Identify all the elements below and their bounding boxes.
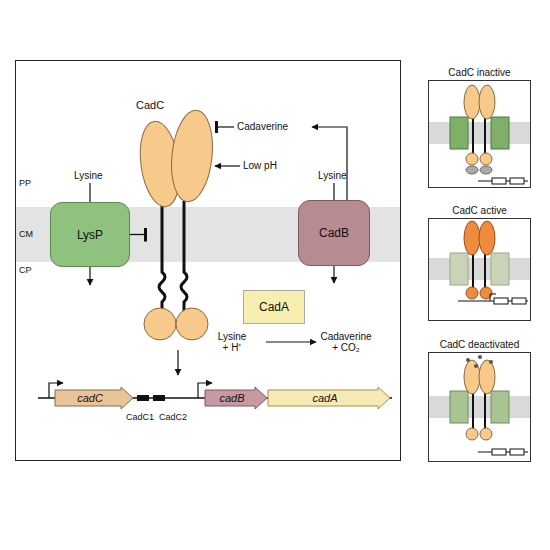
cytoplasmic-domain bbox=[176, 308, 208, 340]
mini-membrane bbox=[429, 122, 530, 144]
state-panel: CadC deactivated bbox=[428, 352, 531, 462]
protein-name: CadB bbox=[319, 226, 349, 240]
mini-stalk bbox=[484, 118, 486, 156]
enzyme-box: CadA bbox=[243, 290, 305, 324]
mini-cadc-domain bbox=[464, 360, 480, 394]
mini-cadc-domain bbox=[464, 85, 480, 119]
reaction-arrow bbox=[266, 341, 316, 342]
mini-cadc-domain bbox=[466, 287, 478, 299]
molecule-label: Lysine bbox=[318, 170, 347, 181]
mini-stalk bbox=[472, 118, 474, 156]
mini-cadaverine bbox=[478, 355, 482, 359]
deactivated-illustration bbox=[429, 355, 530, 455]
regulation-arrow bbox=[177, 350, 178, 375]
receptor-outline bbox=[146, 100, 212, 345]
reaction-product: Cadaverine + CO₂ bbox=[318, 331, 374, 353]
gene-arrow-shape bbox=[268, 387, 390, 409]
gene-name: cadA bbox=[268, 387, 382, 409]
mini-cadc-domain bbox=[480, 153, 492, 165]
gene-arrow: cadB bbox=[205, 387, 267, 409]
activation-arrow bbox=[215, 165, 240, 166]
mini-cadc-domain bbox=[479, 221, 495, 255]
inhibition-line bbox=[216, 126, 234, 127]
mini-lysp bbox=[491, 391, 509, 423]
gene-name: cadC bbox=[55, 387, 125, 409]
state-panel: CadC active bbox=[428, 218, 531, 321]
mini-stalk bbox=[472, 254, 474, 288]
mini-partner bbox=[480, 166, 492, 174]
mini-gene bbox=[510, 449, 524, 455]
mini-cadc-domain bbox=[466, 428, 478, 440]
mini-cadaverine bbox=[489, 360, 493, 364]
binding-site-label: CadC2 bbox=[159, 412, 187, 423]
mini-gene bbox=[512, 298, 526, 304]
mini-cadc-domain bbox=[466, 153, 478, 165]
gene-arrow-shape bbox=[205, 387, 267, 409]
transmembrane-stalk bbox=[181, 201, 187, 312]
mini-lysp bbox=[491, 117, 509, 149]
lysine-uptake-line bbox=[333, 183, 334, 200]
cadaverine-export-arrow bbox=[312, 127, 347, 200]
mini-lysp bbox=[450, 117, 468, 149]
molecule-label: Lysine bbox=[74, 170, 103, 181]
binding-site bbox=[137, 395, 149, 401]
transmembrane-stalk bbox=[159, 205, 165, 312]
reaction-substrate: Lysine + H⁺ bbox=[214, 331, 250, 353]
periplasmic-domain bbox=[167, 108, 216, 204]
mini-lysp bbox=[491, 253, 509, 285]
compartment-label: CP bbox=[19, 265, 32, 276]
main-panel-frame bbox=[16, 61, 401, 461]
mini-gene bbox=[494, 298, 508, 304]
mini-cadc-domain bbox=[464, 221, 480, 255]
gene-arrow-shape bbox=[55, 387, 133, 409]
binding-site-label: CadC1 bbox=[126, 412, 154, 423]
protein-name: CadA bbox=[259, 300, 289, 314]
mini-stalk bbox=[484, 392, 486, 430]
lysine-import-arrow bbox=[89, 267, 90, 285]
signal-label: Low pH bbox=[243, 160, 277, 171]
gene-arrow: cadA bbox=[268, 387, 390, 409]
receptor-protein: CadC bbox=[146, 100, 212, 345]
compartment-label: PP bbox=[19, 178, 31, 189]
mini-stalk bbox=[472, 392, 474, 430]
transporter-box: CadB bbox=[298, 200, 370, 266]
panel-heading: CadC active bbox=[429, 205, 530, 216]
panel-heading: CadC inactive bbox=[429, 67, 530, 78]
active-illustration bbox=[429, 221, 530, 304]
lysine-uptake-line bbox=[89, 183, 90, 202]
cytoplasmic-domain bbox=[144, 308, 176, 340]
protein-name: CadC bbox=[136, 100, 164, 111]
state-panel: CadC inactive bbox=[428, 80, 531, 188]
mini-cadc-domain bbox=[479, 360, 495, 394]
inhibition-connector bbox=[130, 234, 146, 235]
mini-gene bbox=[492, 178, 506, 184]
compartment-label: CM bbox=[19, 229, 33, 240]
panel-heading: CadC deactivated bbox=[429, 339, 530, 350]
mini-lysp bbox=[450, 391, 468, 423]
lysine-import-arrow bbox=[333, 266, 334, 283]
protein-name: LysP bbox=[77, 228, 103, 242]
transporter-box: LysP bbox=[50, 202, 130, 267]
mini-membrane bbox=[429, 258, 530, 280]
gene-name: cadB bbox=[205, 387, 259, 409]
binding-site bbox=[153, 395, 165, 401]
mini-cadaverine bbox=[474, 364, 478, 368]
mini-stalk bbox=[484, 254, 486, 288]
mini-cadaverine bbox=[466, 358, 470, 362]
mini-gene bbox=[510, 178, 524, 184]
mini-membrane bbox=[429, 396, 530, 418]
mini-lysp bbox=[450, 253, 468, 285]
mini-cadc-domain bbox=[480, 428, 492, 440]
gene-arrow: cadC bbox=[55, 387, 133, 409]
inactive-illustration bbox=[429, 85, 530, 184]
mini-gene bbox=[492, 449, 506, 455]
mini-cadc-domain bbox=[479, 85, 495, 119]
mini-partner bbox=[466, 166, 478, 174]
molecule-label: Cadaverine bbox=[237, 121, 288, 132]
